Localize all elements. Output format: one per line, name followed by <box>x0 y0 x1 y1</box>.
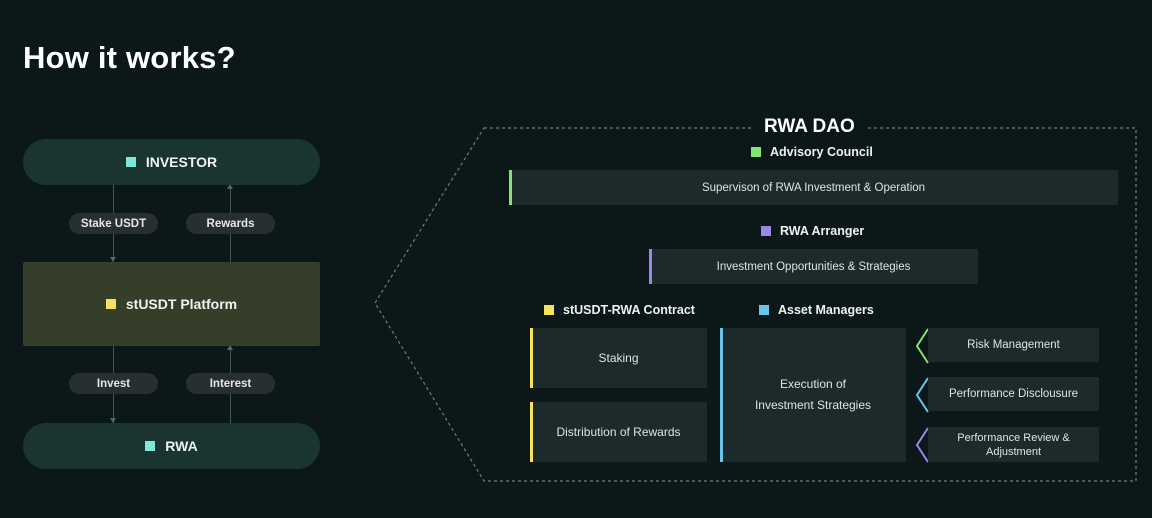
platform-marker-icon <box>105 299 116 309</box>
staking-text: Staking <box>598 350 639 365</box>
arranger-heading-label: RWA Arranger <box>780 223 865 238</box>
disclosure-box: Performance Disclousure <box>928 377 1099 411</box>
advisory-marker-icon <box>751 146 761 157</box>
managers-heading-label: Asset Managers <box>778 302 874 317</box>
arranger-bar: Investment Opportunities & Strategies <box>649 249 978 284</box>
rwa-node: RWA <box>23 423 320 469</box>
risk-management-box: Risk Management <box>928 328 1099 362</box>
stake-usdt-label: Stake USDT <box>69 213 158 234</box>
platform-node: stUSDT Platform <box>23 262 320 346</box>
asset-managers-heading: Asset Managers <box>759 302 874 317</box>
staking-accent <box>530 328 533 388</box>
risk-management-text: Risk Management <box>967 338 1060 351</box>
contract-heading-label: stUSDT-RWA Contract <box>563 302 695 317</box>
distribution-box: Distribution of Rewards <box>530 402 707 462</box>
distribution-text: Distribution of Rewards <box>556 424 681 439</box>
interest-arrow-icon <box>227 345 233 350</box>
rwa-marker-icon <box>145 441 156 451</box>
invest-label: Invest <box>69 373 158 394</box>
investor-label: INVESTOR <box>145 154 218 170</box>
review-box: Performance Review & Adjustment <box>928 427 1099 462</box>
advisory-council-heading: Advisory Council <box>751 144 873 159</box>
rwa-label: RWA <box>165 438 198 454</box>
investor-node: INVESTOR <box>23 139 320 185</box>
disclosure-chevron-icon <box>915 377 929 413</box>
arranger-marker-icon <box>761 225 771 236</box>
investor-marker-icon <box>125 157 136 167</box>
advisory-bar: Supervison of RWA Investment & Operation <box>509 170 1118 205</box>
platform-label: stUSDT Platform <box>125 296 238 312</box>
review-chevron-icon <box>915 427 929 463</box>
execution-box: Execution of Investment Strategies <box>720 328 906 462</box>
rewards-arrow-icon <box>227 184 233 189</box>
managers-marker-icon <box>759 304 769 315</box>
page-title: How it works? <box>23 40 236 75</box>
staking-box: Staking <box>530 328 707 388</box>
advisory-heading-label: Advisory Council <box>770 144 873 159</box>
arranger-bar-text: Investment Opportunities & Strategies <box>716 260 911 273</box>
disclosure-text: Performance Disclousure <box>948 387 1079 400</box>
dao-title: RWA DAO <box>752 115 867 139</box>
interest-label: Interest <box>186 373 275 394</box>
arranger-heading: RWA Arranger <box>761 223 864 238</box>
arranger-accent <box>649 249 652 284</box>
execution-line-1: Execution of <box>779 377 847 391</box>
contract-heading: stUSDT-RWA Contract <box>544 302 695 317</box>
execution-accent <box>720 328 723 462</box>
rewards-label: Rewards <box>186 213 275 234</box>
advisory-accent <box>509 170 512 205</box>
execution-line-2: Investment Strategies <box>754 398 872 412</box>
review-line-1: Performance Review & <box>957 431 1070 444</box>
contract-marker-icon <box>544 304 554 315</box>
stake-arrow-icon <box>110 257 116 262</box>
distribution-accent <box>530 402 533 462</box>
invest-arrow-icon <box>110 418 116 423</box>
advisory-bar-text: Supervison of RWA Investment & Operation <box>701 181 926 194</box>
risk-chevron-icon <box>915 328 929 364</box>
review-line-2: Adjustment <box>985 445 1042 458</box>
